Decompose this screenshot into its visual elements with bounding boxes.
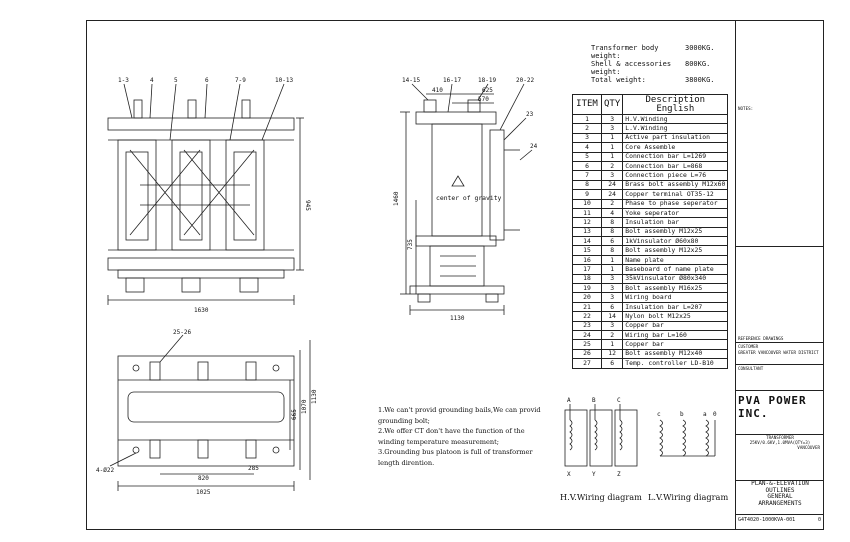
dimension-label: 945 (304, 200, 311, 211)
phase-label: a (703, 411, 707, 418)
callout-label: 24 (530, 143, 538, 150)
lv-wiring-diagram (659, 419, 716, 457)
dimension-label: 820 (198, 475, 209, 482)
callout-label: 25-26 (173, 329, 191, 336)
plan-view (109, 334, 311, 491)
weight-label: Shell & accessories weight: (591, 60, 672, 76)
callout-label: 6 (205, 77, 209, 84)
reference-grid (736, 246, 824, 356)
company-logo: PVA POWER INC. (738, 394, 807, 420)
location-label: VANCOUVER (797, 445, 820, 450)
dimension-label: 1130 (450, 315, 465, 322)
drawing-annotations: 1-3 4 5 6 7-9 10-13 1630 945 14-15 16-17… (96, 77, 717, 496)
dimension-label: 1025 (196, 489, 211, 496)
consultant-label: CONSULTANT (738, 366, 764, 371)
weight-value: 3000KG. (685, 44, 715, 52)
equipment-rating: 25KV/0.6KV,1.0MVA(QTY=3) (749, 440, 811, 445)
callout-label: 16-17 (443, 77, 461, 84)
drawing-title-box: PLAN-&-ELEVATION OUTLINES GENERAL ARRANG… (736, 480, 824, 514)
dimension-label: 1070 (301, 399, 308, 414)
callout-label: 7-9 (235, 77, 246, 84)
dimension-label: 1630 (194, 307, 209, 314)
note-item: 2.We offer CT don't have the function of… (378, 427, 525, 446)
table-cell-desc: Temp. controller LD-B10 (622, 358, 729, 369)
drawing-number: G4T4020-1000KVA-001 (738, 517, 796, 523)
revision-box (736, 20, 824, 104)
drawing-number-box: G4T4020-1000KVA-001 0 (736, 514, 824, 530)
phase-label: Y (592, 471, 596, 478)
drawing-title-line: GENERAL (767, 493, 793, 500)
equipment-box: TRANSFORMER 25KV/0.6KV,1.0MVA(QTY=3) VAN… (736, 434, 824, 456)
center-of-gravity-label: center of gravity (436, 194, 502, 202)
revision-number: 0 (817, 517, 821, 523)
hole-label: 4-Ø22 (96, 467, 114, 474)
description-header-line1: Description (645, 94, 706, 105)
dimension-label: 1460 (393, 191, 400, 206)
drawing-title-line: PLAN-&-ELEVATION (751, 480, 809, 487)
callout-label: 10-13 (275, 77, 293, 84)
front-elevation-view (107, 83, 304, 305)
weight-label: Total weight: (591, 76, 646, 84)
phase-label: A (567, 397, 571, 404)
note-item: 3.Grounding bus platoon is full of trans… (378, 448, 533, 467)
callout-label: 23 (526, 111, 534, 118)
drawing-border (86, 20, 824, 530)
weight-value: 3800KG. (685, 76, 715, 84)
table-cell-qty: 6 (600, 358, 624, 369)
phase-label: c (657, 411, 661, 418)
customer-value: GREATER VANCOUVER WATER DISTRICT (738, 350, 819, 355)
customer-label: CUSTOMER (738, 344, 759, 349)
dimension-label: 735 (407, 239, 414, 250)
phase-label: C (617, 397, 621, 404)
dimension-label: 1130 (311, 389, 318, 404)
callout-label: 5 (174, 77, 178, 84)
customer-box: CUSTOMER GREATER VANCOUVER WATER DISTRIC… (736, 342, 824, 364)
references-header: REFERENCE DRAWINGS (738, 336, 784, 341)
weight-summary: Transformer body weight: 3000KG. Shell & … (591, 44, 715, 84)
consultant-box: CONSULTANT (736, 364, 824, 390)
note-item: 1.We can't provid grounding bails,We can… (378, 406, 541, 425)
callout-label: 14-15 (402, 77, 420, 84)
side-elevation-view (400, 83, 533, 315)
dimension-label: 625 (482, 87, 493, 94)
phase-label: b (680, 411, 684, 418)
dimension-label: 665 (291, 409, 298, 420)
phase-label: 0 (713, 411, 717, 418)
dimension-label: 285 (248, 465, 259, 472)
company-box: PVA POWER INC. (736, 390, 824, 434)
callout-label: 4 (150, 77, 154, 84)
phase-label: X (567, 471, 571, 478)
drawing-title-line: ARRANGEMENTS (758, 499, 802, 507)
description-header-line2: English (656, 103, 695, 114)
callout-label: 1-3 (118, 77, 129, 84)
dimension-label: 570 (478, 96, 489, 103)
equipment-name: TRANSFORMER (766, 435, 794, 440)
notes-block: 1.We can't provid grounding bails,We can… (378, 405, 548, 468)
phase-label: B (592, 397, 596, 404)
callout-label: 20-22 (516, 77, 534, 84)
hv-wiring-label: H.V.Wiring diagram (560, 492, 642, 502)
hv-wiring-diagram (564, 404, 638, 467)
title-block: NOTES: REFERENCE DRAWINGS CUSTOMER GREAT… (735, 20, 824, 530)
lv-wiring-label: L.V.Wiring diagram (648, 492, 729, 502)
notes-header: NOTES: (738, 106, 754, 111)
callout-label: 18-19 (478, 77, 496, 84)
weight-label: Transformer body weight: (591, 44, 659, 60)
drawing-title-line: OUTLINES (765, 486, 795, 494)
dimension-label: 410 (432, 87, 443, 94)
weight-value: 800KG. (685, 60, 711, 68)
phase-label: Z (617, 471, 621, 478)
